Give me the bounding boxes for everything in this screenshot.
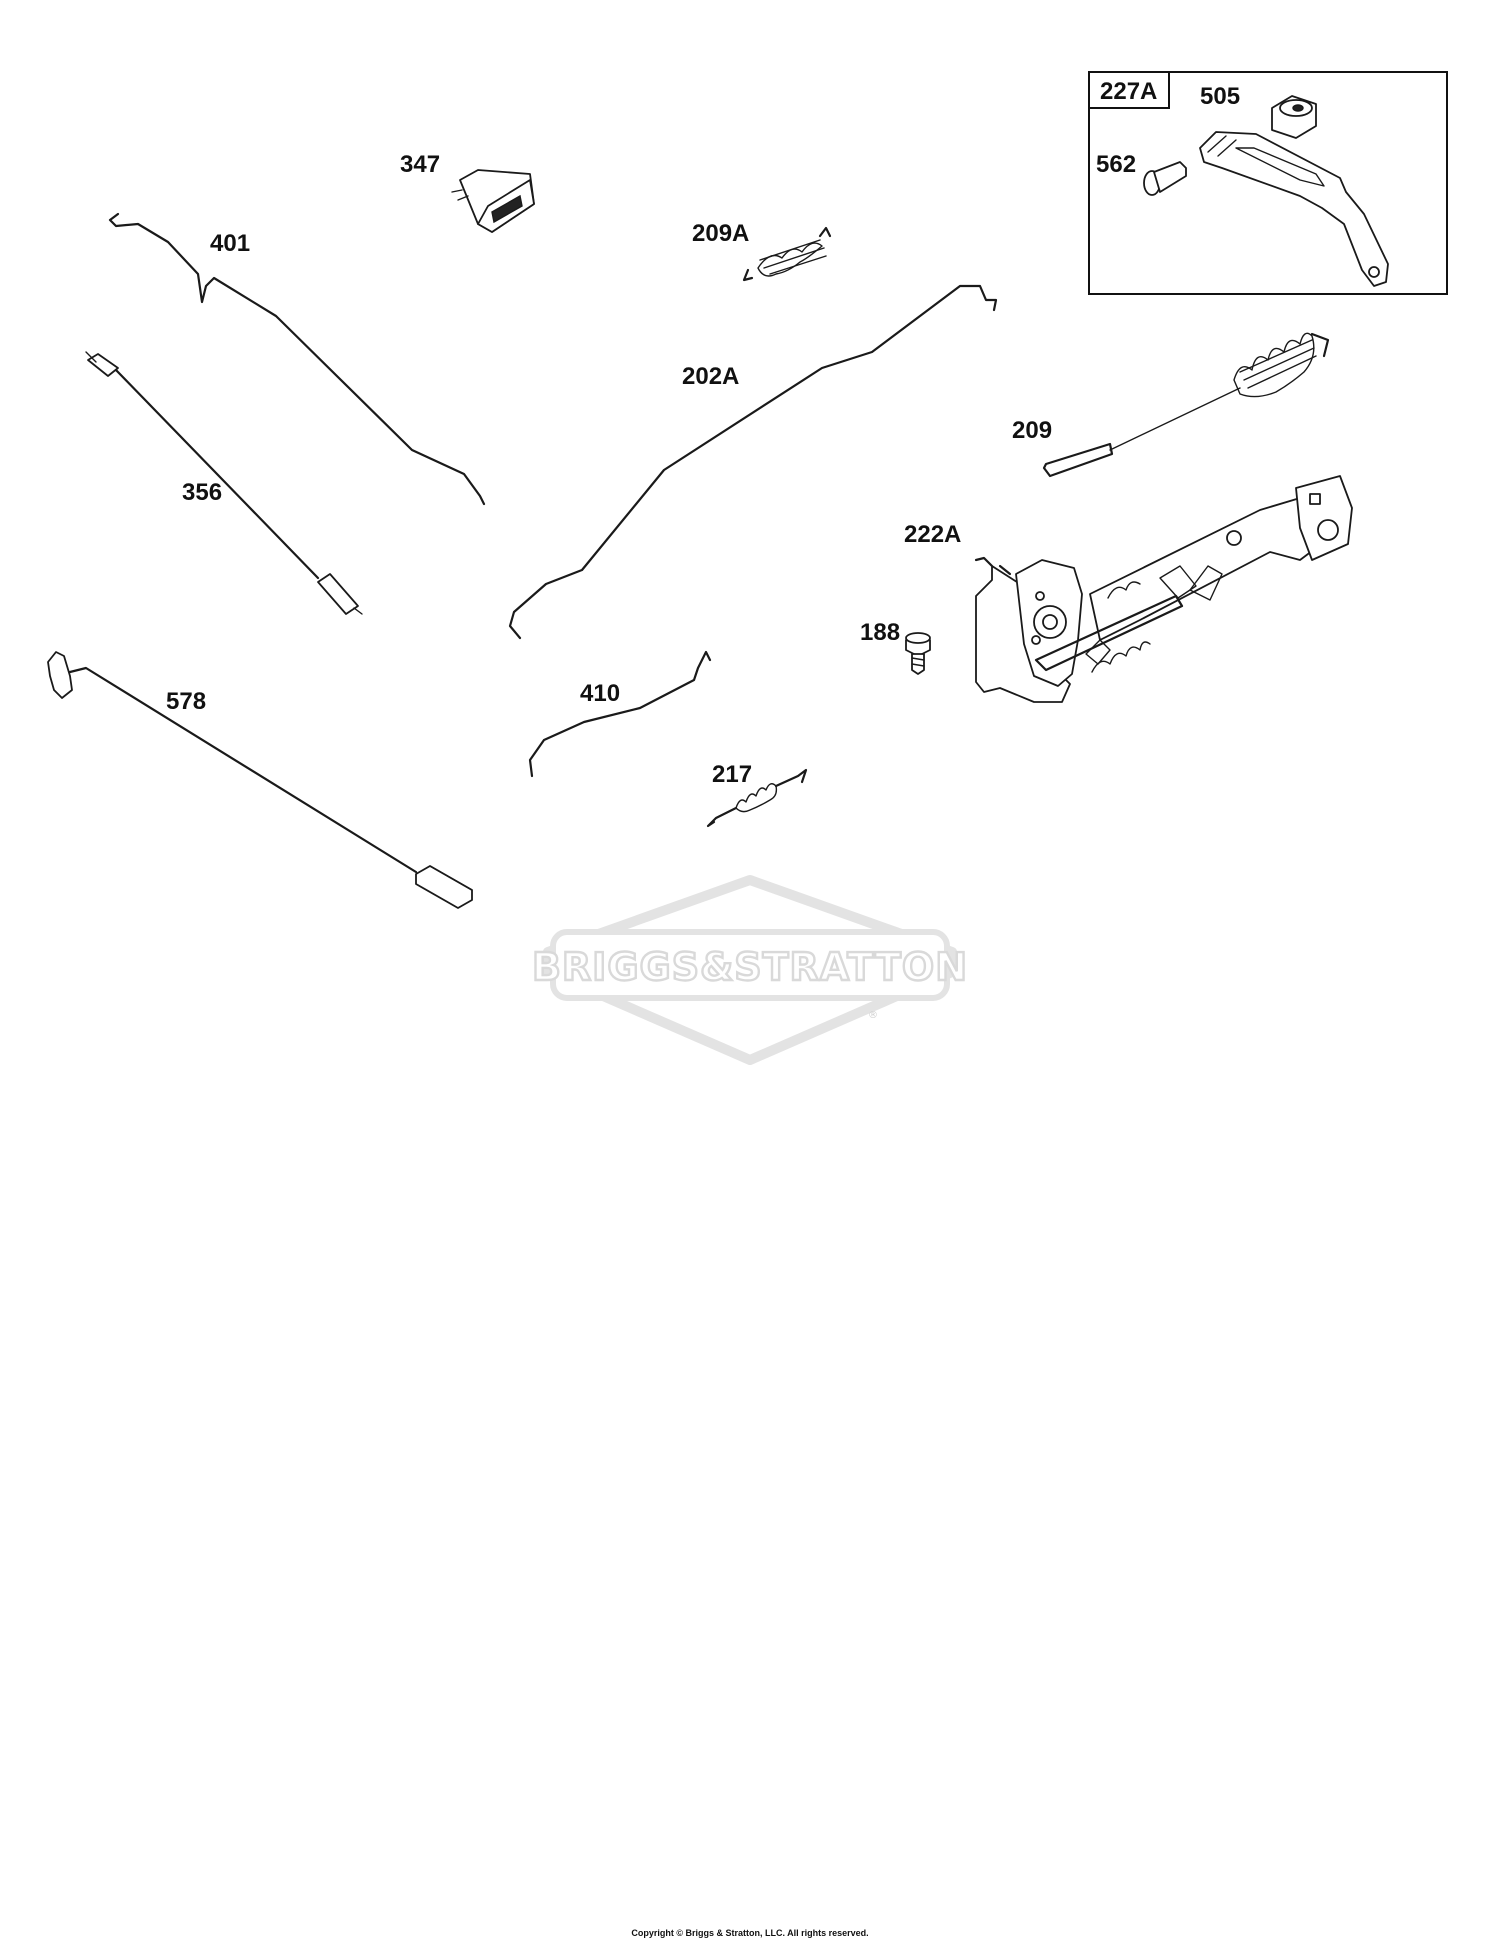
label-356: 356 (182, 479, 222, 506)
part-356-wire (85, 351, 363, 615)
label-347: 347 (400, 151, 440, 178)
label-401: 401 (210, 230, 250, 257)
label-209: 209 (1012, 417, 1052, 444)
part-209a-spring (742, 226, 832, 282)
label-562: 562 (1096, 151, 1136, 178)
label-222A: 222A (904, 521, 961, 548)
part-227a-lever (1199, 131, 1389, 287)
part-410-rod (528, 650, 712, 778)
briggs-stratton-watermark-logo: BRIGGS&STRATTON ® (531, 875, 968, 1065)
part-578-wire (47, 651, 473, 909)
part-505-nut (1271, 95, 1317, 139)
part-209-spring (1042, 332, 1330, 478)
label-188: 188 (860, 619, 900, 646)
inset-227a-box (1088, 71, 1448, 295)
label-578: 578 (166, 688, 206, 715)
part-188-bolt (905, 632, 931, 675)
label-410: 410 (580, 680, 620, 707)
label-202A: 202A (682, 363, 739, 390)
watermark-registered-mark: ® (868, 1010, 878, 1021)
label-209A: 209A (692, 220, 749, 247)
label-505: 505 (1200, 83, 1240, 110)
part-562-pin (1143, 161, 1187, 196)
part-202a-rod (508, 284, 998, 640)
label-217: 217 (712, 761, 752, 788)
part-347-switch (451, 169, 535, 233)
part-222a-bracket (974, 475, 1353, 703)
part-217-spring (706, 768, 808, 828)
part-401-rod (108, 212, 486, 506)
watermark-brand-text: BRIGGS&STRATTON (532, 945, 968, 989)
label-227A: 227A (1100, 78, 1157, 105)
copyright-footer: Copyright © Briggs & Stratton, LLC. All … (631, 1928, 869, 1938)
